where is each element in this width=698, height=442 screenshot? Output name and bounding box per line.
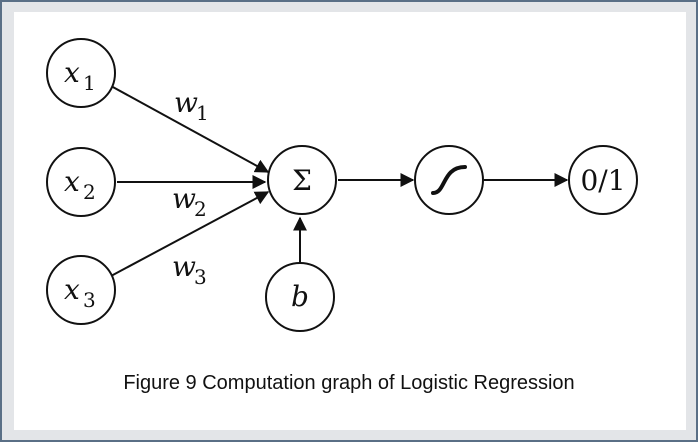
input-node-x1: x 1 <box>46 38 116 108</box>
input-node-x2: x 2 <box>46 147 116 217</box>
x3-var: x <box>64 273 80 306</box>
x2-sub: 2 <box>83 180 96 204</box>
bias-node: b <box>265 262 335 332</box>
x3-sub: 3 <box>83 288 96 312</box>
weight-label-w2: w 2 <box>172 182 207 221</box>
w1-sub: 1 <box>196 101 209 125</box>
w2-var: w <box>172 182 196 215</box>
sigma-symbol: Σ <box>292 164 312 197</box>
figure-panel <box>14 12 686 430</box>
edge-x1-to-sum <box>110 85 270 173</box>
edge-x3-to-sum <box>110 191 270 277</box>
bias-var: b <box>291 280 309 313</box>
input-node-x3: x 3 <box>46 255 116 325</box>
w2-sub: 2 <box>194 197 207 221</box>
x2-var: x <box>64 165 80 198</box>
output-node: 0/1 <box>568 145 638 215</box>
figure-caption: Figure 9 Computation graph of Logistic R… <box>123 372 575 394</box>
weight-label-w1: w 1 <box>174 86 209 125</box>
output-label: 0/1 <box>580 164 625 197</box>
x1-sub: 1 <box>83 71 96 95</box>
activation-node <box>414 145 484 215</box>
w3-var: w <box>172 250 196 283</box>
w1-var: w <box>174 86 198 119</box>
sigmoid-curve-icon <box>431 165 467 195</box>
sum-node: Σ <box>267 145 337 215</box>
w3-sub: 3 <box>194 265 207 289</box>
weight-label-w3: w 3 <box>172 250 207 289</box>
x1-var: x <box>64 56 80 89</box>
